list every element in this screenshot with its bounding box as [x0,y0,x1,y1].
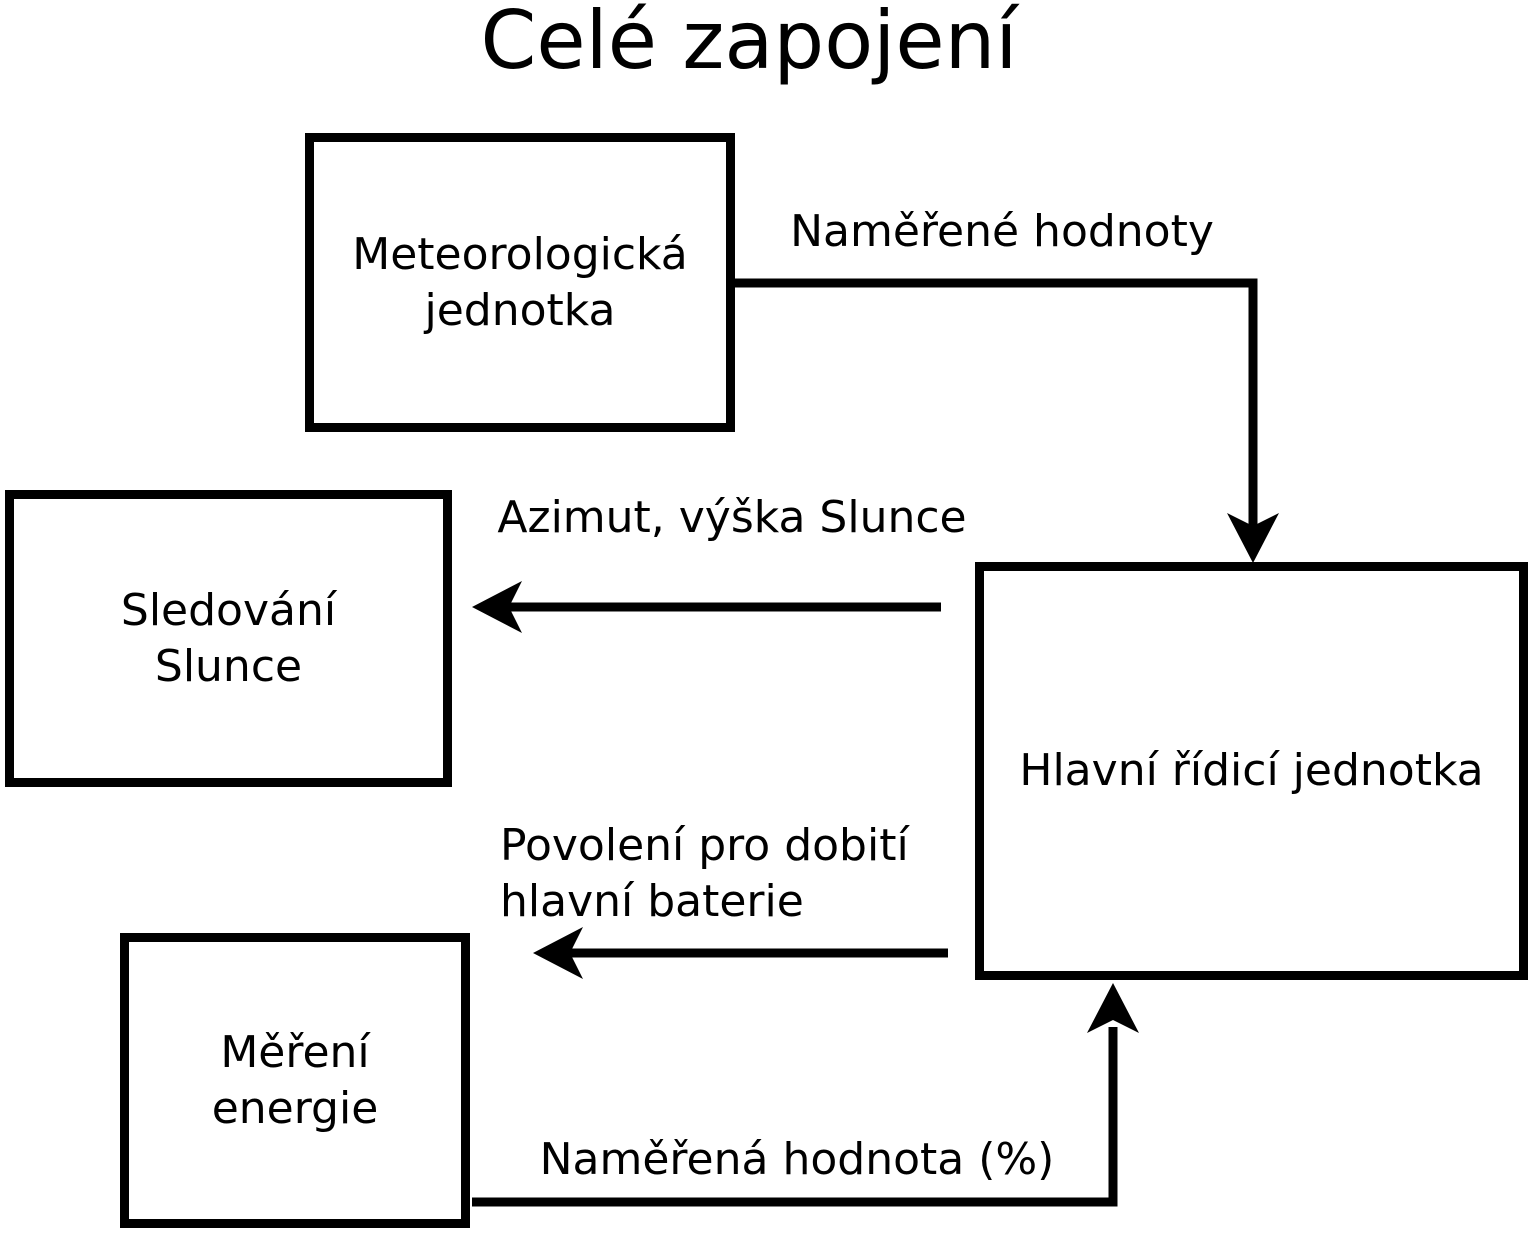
box-energy-measurement: Měření energie [120,933,470,1228]
arrow-sun-position-arrowhead-icon [472,581,522,633]
box-sun-tracking: Sledování Slunce [5,490,452,787]
diagram-title: Celé zapojení [480,0,1018,87]
arrow-measured-values-line [735,278,1258,527]
arrow-measured-percentage-arrowhead-icon [1087,983,1139,1033]
arrow-measured-values-arrowhead-icon [1227,513,1279,563]
box-sun-tracking-label: Sledování Slunce [120,584,337,692]
box-meteorological-unit-label: Meteorologická jednotka [352,228,688,336]
edge-label-charge-permission: Povolení pro dobití hlavní baterie [500,820,909,927]
box-main-control-unit-label: Hlavní řídicí jednotka [1019,745,1484,796]
box-meteorological-unit: Meteorologická jednotka [305,133,735,432]
edge-label-sun-position: Azimut, výška Slunce [497,492,967,543]
arrow-measured-percentage-line [472,1027,1118,1207]
box-energy-measurement-label: Měření energie [211,1026,379,1134]
box-main-control-unit: Hlavní řídicí jednotka [975,562,1528,980]
edge-label-measured-values: Naměřené hodnoty [790,206,1214,257]
arrow-charge-permission-arrowhead-icon [533,927,583,979]
edge-label-measured-percentage: Naměřená hodnota (%) [539,1134,1055,1185]
